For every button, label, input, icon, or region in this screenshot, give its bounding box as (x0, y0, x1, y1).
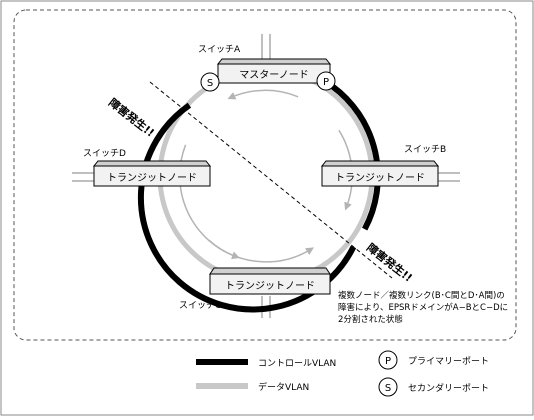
legend-primary-port-label: プライマリーポート (408, 356, 489, 367)
svg-text:P: P (323, 77, 329, 88)
switch-c-label: スイッチC (179, 300, 221, 311)
secondary-port-icon: S (200, 72, 220, 92)
legend-primary-port-icon: P (378, 350, 398, 370)
legend-data-vlan-label: データVLAN (258, 381, 309, 393)
switch-a-label: スイッチA (198, 44, 241, 55)
svg-text:2分割された状態: 2分割された状態 (338, 314, 403, 325)
switch-b-label: スイッチB (404, 144, 446, 155)
switch-b-node-label: トランジットノード (335, 172, 425, 184)
switch-d-label: スイッチD (83, 148, 126, 159)
switch-c: トランジットノード スイッチC (179, 267, 331, 311)
svg-text:障害により、EPSRドメインがA−BとC−Dに: 障害により、EPSRドメインがA−BとC−Dに (338, 302, 508, 313)
switch-d-node-label: トランジットノード (107, 172, 197, 184)
switch-d: スイッチD トランジットノード (83, 148, 212, 187)
switch-b-node (321, 165, 439, 187)
switch-a: スイッチA マスターノード (198, 44, 332, 84)
legend-control-vlan-label: コントロールVLAN (258, 359, 336, 369)
switch-c-node-label: トランジットノード (225, 280, 315, 292)
legend: コントロールVLAN データVLAN P プライマリーポート S セカンダリーポ… (196, 350, 489, 397)
svg-text:S: S (385, 383, 391, 394)
switch-b: スイッチB トランジットノード (320, 144, 446, 187)
legend-secondary-port-icon: S (378, 377, 398, 397)
failure-note: 複数ノード／複数リンク(B･C間とD･A間)の 障害により、EPSRドメインがA… (338, 290, 508, 325)
svg-text:P: P (385, 356, 391, 367)
switch-c-node (209, 273, 331, 295)
svg-text:S: S (207, 78, 213, 89)
switch-d-node (93, 165, 211, 187)
svg-text:複数ノード／複数リンク(B･C間とD･A間)の: 複数ノード／複数リンク(B･C間とD･A間)の (338, 290, 505, 301)
epsr-domain-boundary (13, 9, 517, 341)
switch-a-node-label: マスターノード (239, 69, 308, 81)
failure-cut-line (149, 81, 393, 279)
legend-secondary-port-label: セカンダリーポート (408, 382, 489, 394)
primary-port-icon: P (316, 71, 336, 91)
